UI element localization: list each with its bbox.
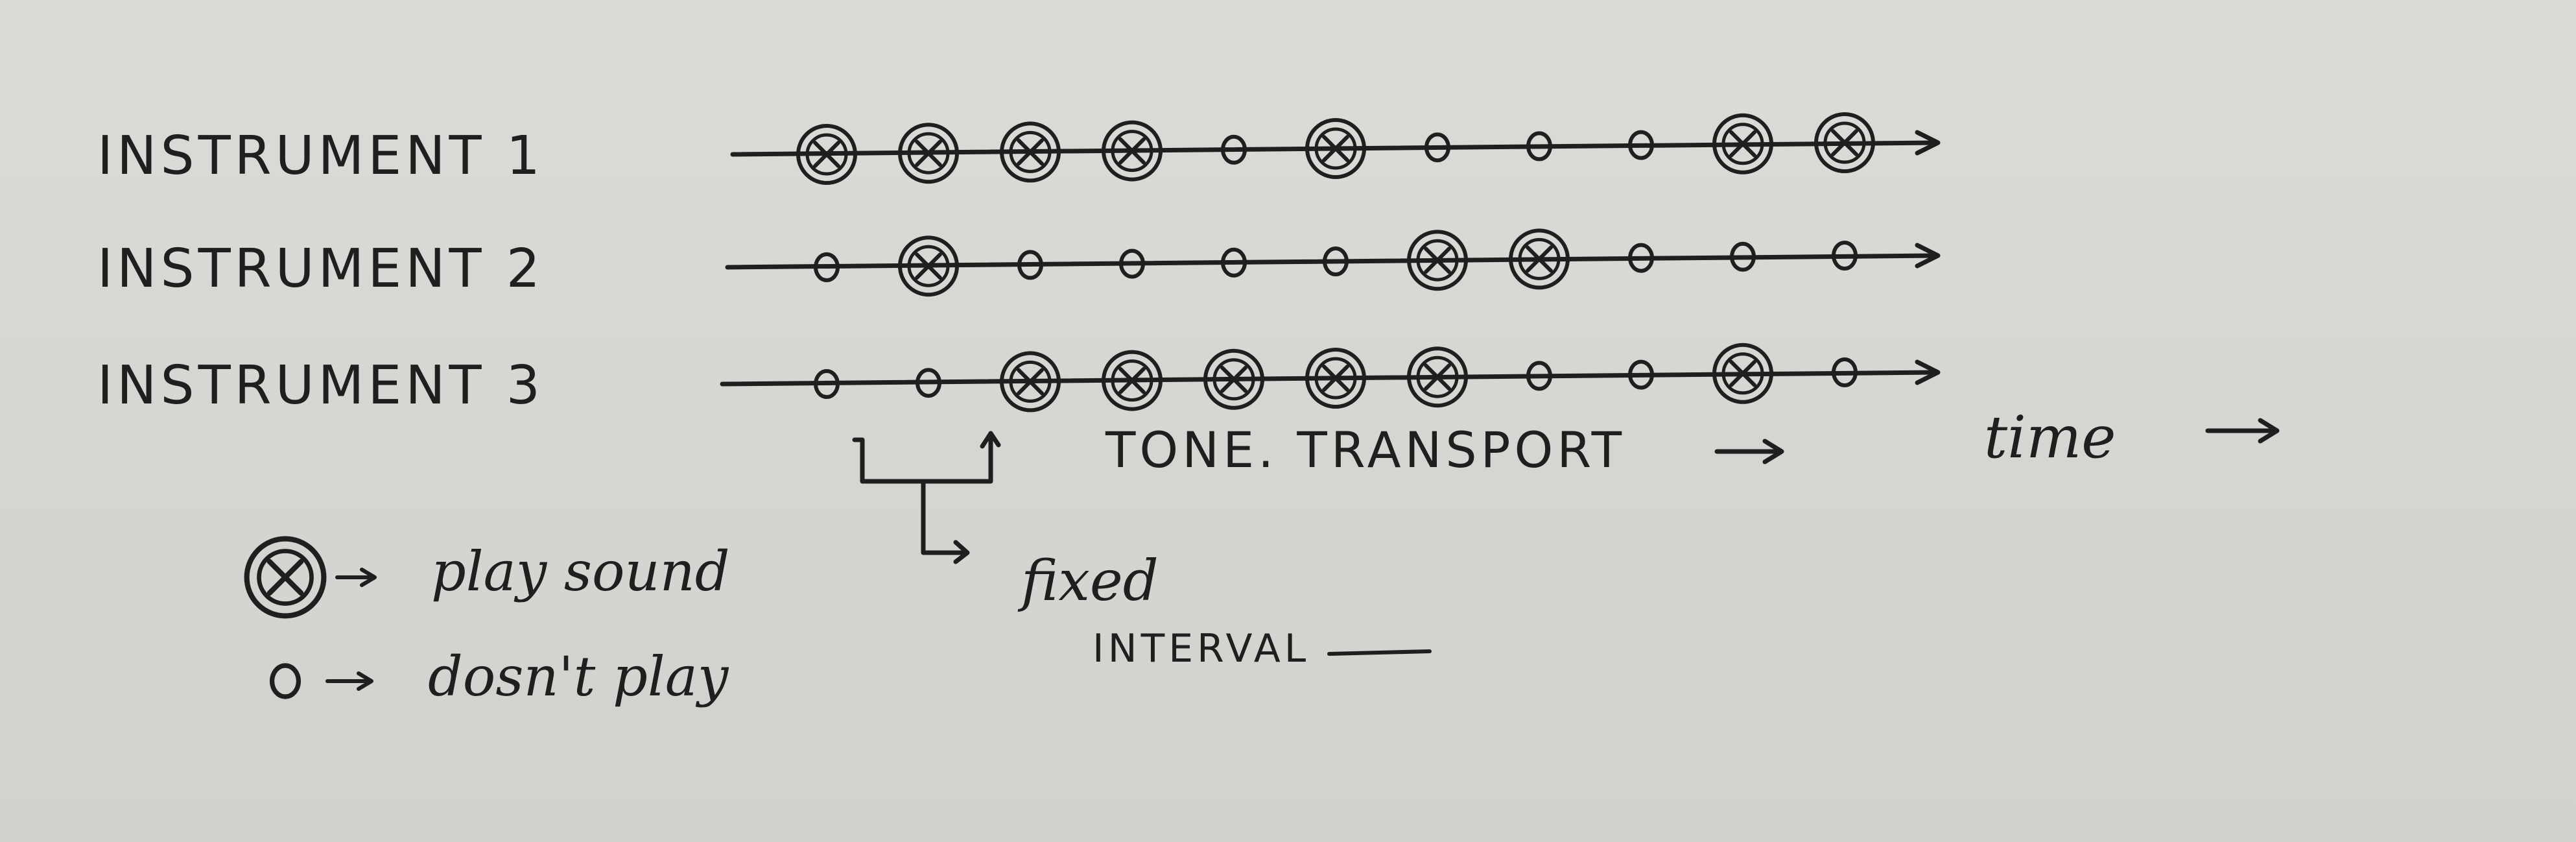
played-step-icon [1511,230,1568,287]
track-label: INSTRUMENT 1 [97,125,544,187]
played-step-icon [1816,114,1873,171]
fixed-interval-bracket [852,431,1001,564]
played-step-icon [1714,345,1771,402]
fixed-interval-label: fixed INTERVAL [1017,549,1432,671]
played-step-icon [1409,348,1466,405]
played-step-icon [1205,351,1262,408]
played-step-icon [1104,352,1161,409]
played-step-icon [1104,123,1161,180]
played-step-icon [1714,115,1771,173]
played-step-icon [1409,232,1466,289]
track-3: INSTRUMENT 3 [97,345,1941,416]
timeline-arrow-icon [1915,243,1941,269]
transport-label: TONE. TRANSPORT [1105,421,1625,479]
track-1: INSTRUMENT 1 [97,114,1941,187]
legend-rest-text: dosn't play [428,645,729,708]
timeline-arrow-icon [1915,130,1941,156]
time-label: time [1984,403,2116,472]
timeline-line [720,370,1938,387]
track-2: INSTRUMENT 2 [97,230,1941,300]
legend-played-text: play sound [431,540,730,603]
transport-label-group: TONE. TRANSPORT [1105,421,1784,479]
played-step-icon [1002,123,1059,180]
legend-item-played: play sound [247,539,730,616]
legend: play sound dosn't play [247,539,730,708]
track-label: INSTRUMENT 3 [97,355,544,416]
played-step-icon [1307,350,1364,407]
interval-label-line-1: fixed [1017,549,1159,614]
legend-item-rest: dosn't play [272,645,729,708]
played-step-icon [900,237,957,295]
time-label-group: time [1984,403,2280,472]
played-note-icon [247,539,324,616]
played-step-icon [1002,353,1059,410]
interval-label-line-2: INTERVAL [1093,626,1310,671]
played-step-icon [900,125,957,182]
tracks: INSTRUMENT 1 INSTRUMENT 2 INSTRUMENT 3 [97,114,1941,416]
timeline-arrow-icon [1915,359,1941,385]
played-step-icon [1307,120,1364,177]
played-step-icon [798,126,855,183]
track-label: INSTRUMENT 2 [97,238,544,300]
rest-note-icon [272,666,299,697]
